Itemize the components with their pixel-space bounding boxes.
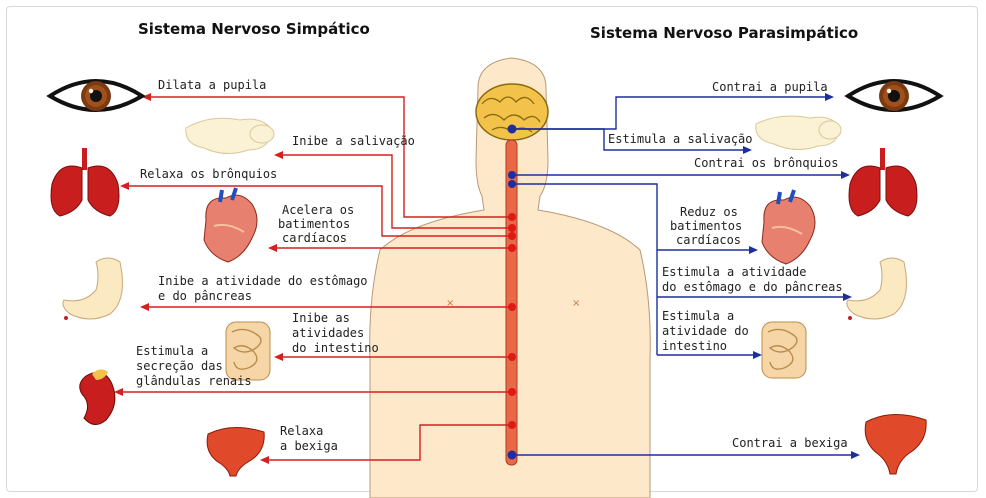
heart-icon-right	[762, 190, 815, 264]
lungs-icon-right	[849, 148, 917, 216]
heart-icon-left	[204, 188, 257, 262]
label-intestine-line-2-para: atividade do	[662, 324, 749, 338]
spinal-cord	[506, 140, 517, 465]
arrowhead	[274, 151, 283, 159]
bladder-icon-right	[865, 414, 926, 474]
label-heart-line-3-para: cardíacos	[676, 233, 741, 247]
label-relax-bronchi: Relaxa os brônquios	[140, 167, 277, 181]
salivary-gland-icon-right	[756, 116, 841, 150]
label-dilate-pupil: Dilata a pupila	[158, 78, 266, 92]
label-contract-pupil: Contrai a pupila	[712, 80, 828, 94]
label-heart-line-2: batimentos	[278, 217, 350, 231]
right-nipple-mark: ×	[572, 298, 580, 309]
eye-icon-right	[848, 81, 940, 111]
label-heart-line-1-para: Reduz os	[680, 205, 738, 219]
label-stomach-line-2-para: do estômago e do pâncreas	[662, 280, 843, 294]
arrowhead	[140, 303, 149, 311]
kidney-icon-left	[80, 369, 115, 424]
label-intestine-line-2: atividades	[292, 326, 364, 340]
label-bladder-line-1: Relaxa	[280, 424, 323, 438]
label-intestine-line-3: do intestino	[292, 341, 379, 355]
label-intestine-line-1-para: Estimula a	[662, 309, 734, 323]
arrowhead	[753, 351, 762, 359]
label-adrenal-line-1: Estimula a	[136, 344, 208, 358]
label-stimulate-salivation: Estimula a salivação	[608, 132, 753, 146]
label-adrenal-line-3: glândulas renais	[136, 374, 252, 388]
label-heart-line-2-para: batimentos	[670, 219, 742, 233]
arrowhead	[120, 182, 129, 190]
intestine-icon-left	[226, 322, 270, 380]
label-heart-line-1: Acelera os	[282, 203, 354, 217]
intestine-icon-right	[762, 322, 806, 378]
label-stomach-line-2: e do pâncreas	[158, 289, 252, 303]
label-intestine-line-3-para: intestino	[662, 339, 727, 353]
parasympathetic-title: Sistema Nervoso Parasimpático	[590, 24, 858, 42]
bladder-icon-left	[207, 427, 264, 476]
label-stomach-line-1: Inibe a atividade do estômago	[158, 274, 368, 288]
label-adrenal-line-2: secreção das	[136, 359, 223, 373]
lungs-icon-left	[51, 148, 119, 216]
arrowhead	[843, 293, 852, 301]
arrowhead	[260, 456, 269, 464]
arrowhead	[749, 246, 758, 254]
eye-icon-left	[50, 81, 142, 111]
arrowhead	[274, 353, 283, 361]
arrowhead	[825, 93, 834, 101]
arrowhead	[841, 171, 850, 179]
label-bladder-line-2: a bexiga	[280, 439, 338, 453]
arrowhead	[743, 146, 752, 154]
label-heart-line-3: cardíacos	[282, 231, 347, 245]
arrowhead	[851, 451, 860, 459]
arrowhead	[114, 388, 123, 396]
arrowhead	[268, 244, 277, 252]
stomach-icon-right	[847, 258, 907, 320]
stomach-icon-left	[63, 258, 123, 320]
label-stomach-line-1-para: Estimula a atividade	[662, 265, 807, 279]
label-inhibit-salivation: Inibe a salivação	[292, 134, 415, 148]
salivary-gland-icon-left	[186, 118, 274, 153]
label-contract-bladder: Contrai a bexiga	[732, 436, 848, 450]
label-intestine-line-1: Inibe as	[292, 311, 350, 325]
sympathetic-title: Sistema Nervoso Simpático	[138, 20, 370, 38]
label-contract-bronchi: Contrai os brônquios	[694, 156, 839, 170]
